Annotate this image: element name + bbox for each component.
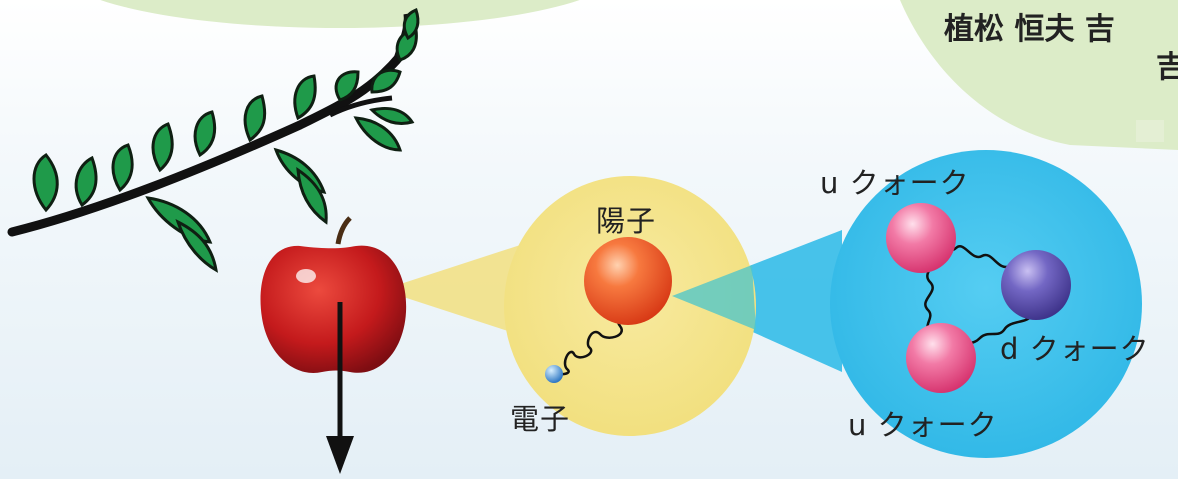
apple-body <box>260 245 407 373</box>
u-quark-bottom-label: u クォーク <box>848 408 998 442</box>
leaf <box>32 153 59 213</box>
top-left-blob <box>100 0 580 28</box>
leaf <box>111 143 134 193</box>
leaf <box>243 94 267 143</box>
author-line-1: 植松 恒夫 吉 <box>944 12 1115 47</box>
leaf <box>145 196 213 244</box>
electron-label: 電子 <box>510 402 571 436</box>
leaf <box>402 8 420 41</box>
apple <box>260 216 407 373</box>
u-quark-bottom-sphere <box>906 323 976 393</box>
u-quark-top-sphere <box>886 203 956 273</box>
leaf <box>334 70 360 102</box>
proton-label: 陽子 <box>596 204 657 238</box>
quark-bubble-cone <box>672 230 842 372</box>
leaf <box>74 155 98 208</box>
branch-twig <box>328 95 393 118</box>
leaf <box>296 167 328 225</box>
electron-wavy-line <box>554 295 628 376</box>
leaf <box>353 116 403 152</box>
apple-stem <box>335 216 352 245</box>
d-quark-label: d クォーク <box>1000 332 1150 366</box>
cone-overlap <box>672 265 756 330</box>
top-right-blob <box>900 0 1178 150</box>
gravity-arrow <box>326 302 354 474</box>
leaf <box>193 110 217 158</box>
leaf <box>370 68 402 94</box>
proton-sphere <box>584 237 672 325</box>
branch-with-leaves <box>7 8 420 273</box>
leaf <box>293 74 317 121</box>
electron-sphere <box>545 365 563 383</box>
author-line-2: 吉 <box>1156 50 1178 85</box>
u-quark-top-label: u クォーク <box>820 166 970 200</box>
leaf <box>369 107 415 125</box>
leaf <box>175 219 219 273</box>
d-quark-sphere <box>1001 250 1071 320</box>
leaf <box>151 122 174 173</box>
apple-highlight <box>296 269 316 283</box>
top-right-blob-notch <box>1136 120 1164 142</box>
